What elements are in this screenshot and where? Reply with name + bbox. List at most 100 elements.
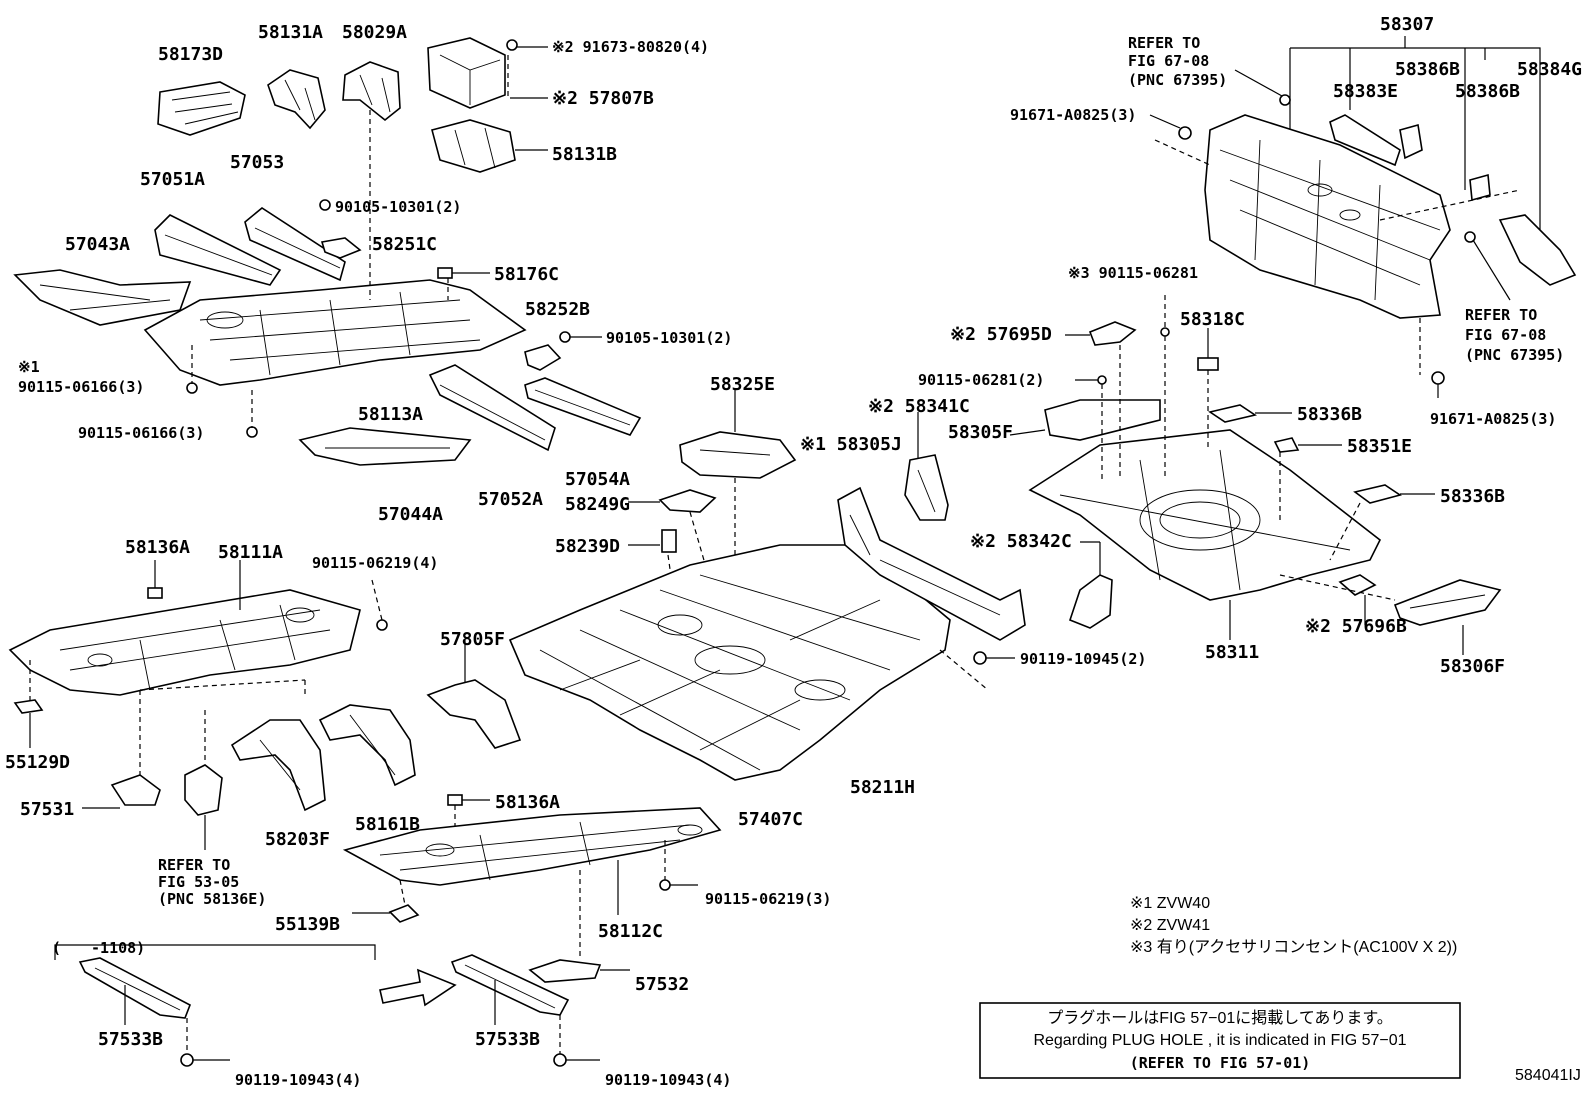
label-58113A: 58113A [358,404,423,425]
part-58311-shape [1028,429,1382,601]
label-58249G: 58249G [565,494,630,515]
label-90119-a: 90119-10943(4) [235,1071,361,1089]
part-57053-shape [244,207,346,282]
part-58203F-shape [230,719,326,812]
notice-line-3: (REFER TO FIG 57-01) [1130,1054,1311,1072]
part-57043A-shape [13,269,192,326]
part-58386B-shape-1 [1399,123,1423,160]
part-57531-shape [110,774,161,806]
label-58131A: 58131A [258,22,323,43]
label-90105-a: 90105-10301(2) [335,198,461,216]
label-57043A: 57043A [65,234,130,255]
refer-left-1: REFER TO [158,856,230,874]
part-57695D-shape [1088,321,1137,346]
label-57533B-2: 57533B [475,1029,540,1050]
label-58351E: 58351E [1347,436,1412,457]
label-90115-06166-b: 90115-06166(3) [78,424,204,442]
label-91673: ※2 91673-80820(4) [552,38,709,56]
legend-item-2: ※2 ZVW41 [1130,917,1210,934]
part-58305J-shape [837,486,1026,641]
label-58341C: ※2 58341C [868,396,970,417]
part-58161B-shape [318,704,416,787]
part-58336B-shape-1 [1208,404,1257,423]
label-58211H: 58211H [850,777,915,798]
part-58136A-shape-1 [147,587,163,599]
refer-top-2: FIG 67-08 [1128,52,1209,70]
label-58251C: 58251C [372,234,437,255]
part-57044A-shape [298,427,472,466]
part-57696B-shape [1338,574,1377,596]
part-57054A-shape [524,377,642,436]
part-58131B-shape [431,119,516,173]
part-58029A-shape [342,61,401,122]
part-58176C-shape [437,267,453,279]
label-57531: 57531 [20,799,74,820]
label-57807B: ※2 57807B [552,88,654,109]
label-58136A-1: 58136A [125,537,190,558]
part-58351E-shape [1273,437,1300,453]
label-58112C: 58112C [598,921,663,942]
part-55139B-shape [388,904,420,923]
label-57532: 57532 [635,974,689,995]
part-57407C-shape [508,544,951,781]
label-58384G: 58384G [1517,59,1582,80]
part-58251C-shape [320,237,362,259]
legend-item-1: ※1 ZVW40 [1130,895,1210,912]
label-90115-06219-4: 90115-06219(4) [312,554,438,572]
label-58239D: 58239D [555,536,620,557]
part-58307-shape [1204,114,1451,319]
part-57533B-shape-1 [78,957,192,1019]
part-57807B-shape [427,37,506,109]
label-58203F: 58203F [265,829,330,850]
label-90115-06166-a: 90115-06166(3) [18,378,144,396]
label-58305J: ※1 58305J [800,434,902,455]
label-57052A: 57052A [478,489,543,510]
part-58131A-shape [267,69,326,130]
label-58305F: 58305F [948,422,1013,443]
label-57695D: ※2 57695D [950,324,1052,345]
label-58336B-1: 58336B [1297,404,1362,425]
labels: 58173D 58131A 58029A ※2 91673-80820(4) ※… [5,14,1582,1089]
label-58029A: 58029A [342,22,407,43]
label-57053: 57053 [230,152,284,173]
label-58325E: 58325E [710,374,775,395]
part-58111A-shape [8,589,361,696]
notice-line-2: Regarding PLUG HOLE , it is indicated in… [1033,1032,1406,1049]
part-58252B-shape [524,344,562,371]
notice-box: プラグホールはFIG 57−01に掲載してあります。 Regarding PLU… [979,1002,1461,1079]
label-90115-06281: ※3 90115-06281 [1068,264,1198,282]
refer-left-3: (PNC 58136E) [158,890,266,908]
arrow-icon [379,968,457,1007]
part-58383E-shape [1329,114,1401,167]
part-57805F-shape [426,679,522,749]
label-58173D: 58173D [158,44,223,65]
label-90119-b: 90119-10943(4) [605,1071,731,1089]
label-58252B: 58252B [525,299,590,320]
label-58336B-2: 58336B [1440,486,1505,507]
label-58318C: 58318C [1180,309,1245,330]
label-58176C: 58176C [494,264,559,285]
refer-right-3: (PNC 67395) [1465,346,1564,364]
label-90105-b: 90105-10301(2) [606,329,732,347]
legend-item-3: ※3 有り(アクセサリコンセント(AC100V X 2)) [1130,938,1457,956]
refer-right-1: REFER TO [1465,306,1537,324]
part-58318C-shape [1197,357,1219,371]
label-58161B: 58161B [355,814,420,835]
legend: ※1 ZVW40 ※2 ZVW41 ※3 有り(アクセサリコンセント(AC100… [1130,895,1457,956]
part-55129D-shape [13,699,44,714]
label-57533B-1: 57533B [98,1029,163,1050]
figure-code: 584041IJ [1515,1067,1581,1084]
label-55139B: 55139B [275,914,340,935]
label-58383E: 58383E [1333,81,1398,102]
label-57044A: 57044A [378,504,443,525]
part-58113A-shape [143,279,527,386]
part-58136A-shape-2 [447,794,463,806]
part-58325E-shape [679,431,797,479]
part-58342C-shape [1069,574,1113,629]
label-58307: 58307 [1380,14,1434,35]
refer-left-2: FIG 53-05 [158,873,239,891]
label-58386B-2: 58386B [1455,81,1520,102]
refer-top-1: REFER TO [1128,34,1200,52]
refer-top-3: (PNC 67395) [1128,71,1227,89]
